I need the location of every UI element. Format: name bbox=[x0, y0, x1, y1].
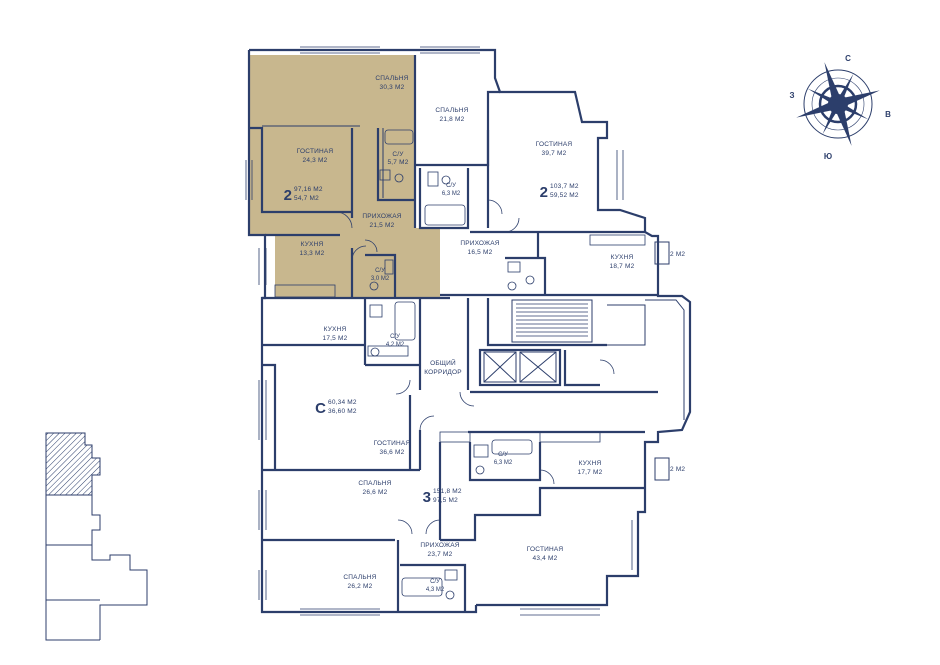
room-name: КУХНЯ bbox=[611, 254, 634, 261]
fixtures bbox=[274, 129, 646, 600]
badge-total: 103,7 М2 bbox=[550, 183, 579, 190]
compass-south: Ю bbox=[824, 152, 832, 161]
room-name: КУХНЯ bbox=[324, 326, 347, 333]
room-name: С/У bbox=[446, 183, 456, 189]
badge-living: 59,52 М2 bbox=[550, 192, 579, 199]
room-area: 17,5 М2 bbox=[323, 335, 348, 342]
room-area: 6,3 М2 bbox=[442, 191, 461, 197]
room-name: СПАЛЬНЯ bbox=[435, 107, 468, 114]
badge-rooms: С bbox=[315, 400, 326, 417]
badge-living: 54,7 М2 bbox=[294, 195, 319, 202]
room-name: С/У bbox=[375, 268, 385, 274]
room-name: С/У bbox=[430, 579, 440, 585]
compass-rose-icon: С Ю З В bbox=[789, 54, 891, 161]
compass-west: З bbox=[789, 91, 794, 100]
room-name: КУХНЯ bbox=[579, 460, 602, 467]
badge-total: 60,34 М2 bbox=[328, 399, 357, 406]
apartment-badge-a3[interactable]: 3 151,8 М2 97,5 М2 bbox=[423, 488, 462, 506]
room-area: 26,2 М2 bbox=[348, 583, 373, 590]
room-name: С/У bbox=[498, 452, 508, 458]
room-area: 26,6 М2 bbox=[363, 489, 388, 496]
balcony-area: 2 М2 bbox=[670, 466, 685, 473]
room-area: 3,0 М2 bbox=[371, 276, 390, 282]
apartment-badge-a2[interactable]: 2 103,7 М2 59,52 М2 bbox=[540, 183, 579, 201]
balcony-area: 2 М2 bbox=[670, 251, 685, 258]
room-area: 21,8 М2 bbox=[440, 116, 465, 123]
room-area: 17,7 М2 bbox=[578, 469, 603, 476]
key-plan bbox=[45, 432, 148, 641]
room-area: 21,5 М2 bbox=[370, 222, 395, 229]
interior-walls bbox=[249, 55, 658, 612]
room-name: СПАЛЬНЯ bbox=[358, 480, 391, 487]
room-area: 30,3 М2 bbox=[380, 84, 405, 91]
room-name: ГОСТИНАЯ bbox=[374, 440, 411, 447]
room-name: СПАЛЬНЯ bbox=[375, 75, 408, 82]
room-name: ПРИХОЖАЯ bbox=[460, 240, 499, 247]
room-name: ПРИХОЖАЯ bbox=[362, 213, 401, 220]
highlighted-apartment[interactable] bbox=[249, 55, 440, 298]
room-area: 5,7 М2 bbox=[387, 159, 408, 166]
badge-living: 97,5 М2 bbox=[433, 497, 458, 504]
room-name: ГОСТИНАЯ bbox=[527, 546, 564, 553]
room-area: 24,3 М2 bbox=[303, 157, 328, 164]
room-labels: СПАЛЬНЯ 30,3 М2 ГОСТИНАЯ 24,3 М2 С/У 5,7… bbox=[297, 75, 686, 593]
badge-living: 36,60 М2 bbox=[328, 408, 357, 415]
room-name: ПРИХОЖАЯ bbox=[420, 542, 459, 549]
room-name: ГОСТИНАЯ bbox=[297, 148, 334, 155]
badge-rooms: 2 bbox=[284, 187, 292, 204]
room-area: 23,7 М2 bbox=[428, 551, 453, 558]
badge-rooms: 3 bbox=[423, 489, 431, 506]
room-area: 6,3 М2 bbox=[494, 460, 513, 466]
compass-east: В bbox=[885, 110, 891, 119]
room-area: 43,4 М2 bbox=[533, 555, 558, 562]
compass-north: С bbox=[845, 54, 851, 63]
room-name: КУХНЯ bbox=[301, 241, 324, 248]
badge-total: 97,16 М2 bbox=[294, 186, 323, 193]
badge-total: 151,8 М2 bbox=[433, 488, 462, 495]
room-name: С/У bbox=[392, 151, 404, 158]
room-area: 13,3 М2 bbox=[300, 250, 325, 257]
corridor-label-1: ОБЩИЙ bbox=[430, 358, 456, 367]
room-area: 16,5 М2 bbox=[468, 249, 493, 256]
windows bbox=[245, 46, 639, 616]
apartment-badge-c[interactable]: С 60,34 М2 36,60 М2 bbox=[315, 399, 357, 417]
balconies bbox=[654, 241, 670, 481]
room-area: 39,7 М2 bbox=[542, 150, 567, 157]
room-area: 18,7 М2 bbox=[610, 263, 635, 270]
room-name: СПАЛЬНЯ bbox=[343, 574, 376, 581]
room-name: С/У bbox=[390, 334, 400, 340]
room-name: ГОСТИНАЯ bbox=[536, 141, 573, 148]
badge-rooms: 2 bbox=[540, 184, 548, 201]
room-area: 36,6 М2 bbox=[380, 449, 405, 456]
room-area: 4,3 М2 bbox=[426, 587, 445, 593]
apartment-badge-a1[interactable]: 2 97,16 М2 54,7 М2 bbox=[284, 186, 323, 204]
room-area: 4,2 М2 bbox=[386, 342, 405, 348]
corridor-label-2: КОРРИДОР bbox=[424, 369, 462, 376]
